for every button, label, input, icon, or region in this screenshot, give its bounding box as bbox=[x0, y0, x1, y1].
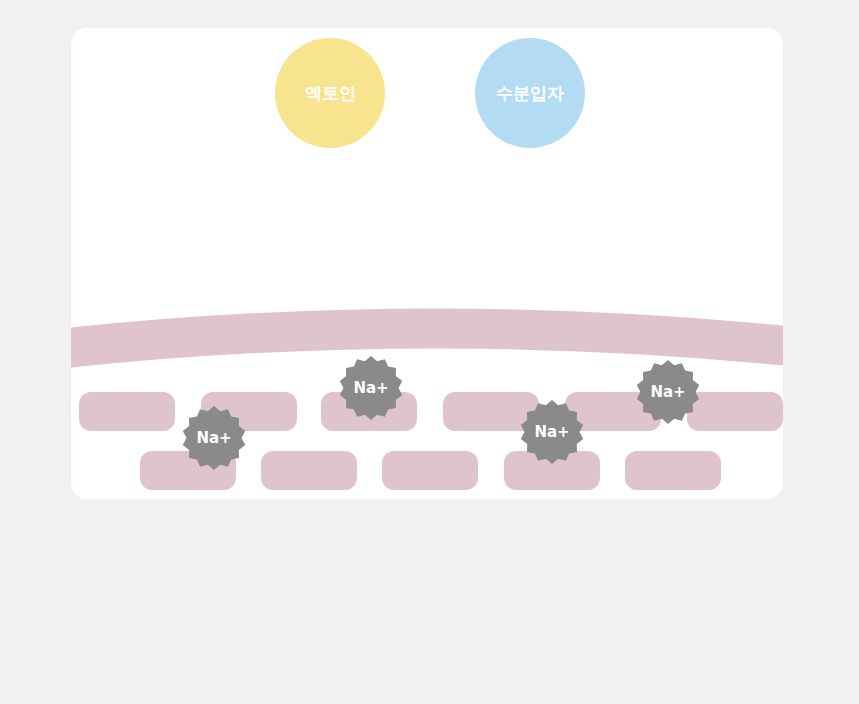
sodium-ion: Na+ bbox=[520, 400, 584, 464]
sodium-ion: Na+ bbox=[182, 406, 246, 470]
node-label: Na+ bbox=[353, 379, 388, 397]
starburst-fill bbox=[521, 400, 583, 464]
water-particle-circle: 수분입자 bbox=[475, 38, 585, 148]
circle-fill bbox=[475, 38, 585, 148]
node-label: 엑토인 bbox=[305, 82, 356, 105]
starburst-fill bbox=[637, 360, 699, 424]
node-label: Na+ bbox=[534, 423, 569, 441]
circle-fill bbox=[275, 38, 385, 148]
node-label: 수분입자 bbox=[496, 82, 564, 105]
node-label: Na+ bbox=[650, 383, 685, 401]
sodium-ion: Na+ bbox=[636, 360, 700, 424]
node-label: Na+ bbox=[196, 429, 231, 447]
skin-surface-band bbox=[71, 308, 783, 368]
ectoin-circle: 엑토인 bbox=[275, 38, 385, 148]
card-panel bbox=[71, 28, 783, 499]
starburst-fill bbox=[340, 356, 402, 420]
sodium-ion: Na+ bbox=[339, 356, 403, 420]
starburst-fill bbox=[183, 406, 245, 470]
